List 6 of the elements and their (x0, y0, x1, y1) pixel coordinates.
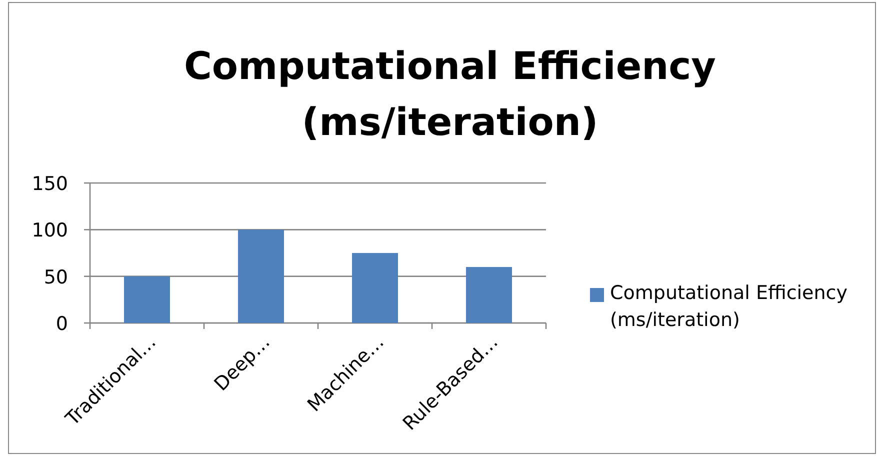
y-tick-label: 100 (32, 220, 68, 242)
y-tick-label: 0 (56, 313, 68, 335)
chart-title: Computational Efficiency (ms/iteration) (183, 43, 717, 146)
y-tick-label: 150 (32, 173, 68, 195)
y-tick-label: 50 (44, 266, 68, 288)
legend-label: Computational Efficiency (ms/iteration) (610, 281, 848, 333)
